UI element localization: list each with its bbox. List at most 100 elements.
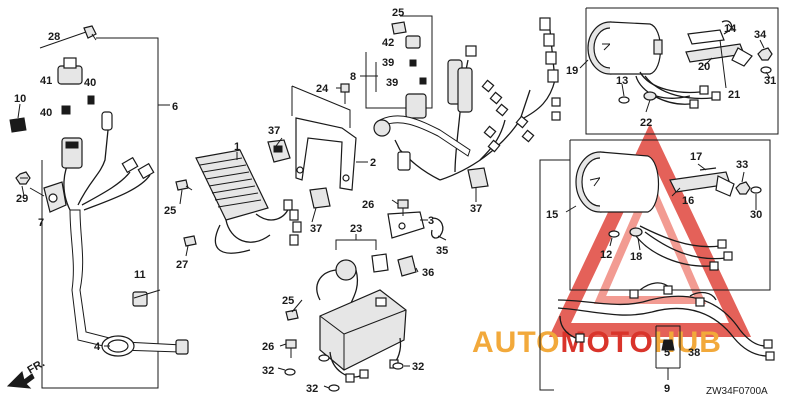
label-33: 33 (736, 159, 748, 171)
harness-box-left (41, 37, 170, 389)
bracket-17 (699, 167, 717, 171)
label-40-b: 40 (40, 107, 52, 119)
label-38: 38 (688, 347, 700, 359)
label-18: 18 (630, 251, 642, 263)
nut-33 (735, 181, 751, 195)
meter-19 (587, 21, 721, 109)
label-27: 27 (176, 259, 188, 271)
label-7: 7 (38, 217, 44, 229)
label-30: 30 (750, 209, 762, 221)
label-14: 14 (724, 23, 737, 35)
bolt-28 (83, 25, 97, 41)
part-number-labels: 1 2 3 4 5 6 7 8 9 10 11 12 13 14 15 16 1… (14, 7, 776, 395)
label-2: 2 (370, 157, 376, 169)
label-23: 23 (350, 223, 362, 235)
label-42: 42 (382, 37, 394, 49)
connector-upper-left (61, 137, 83, 169)
bolt-25-a (175, 179, 193, 191)
cdi-unit-23 (316, 234, 407, 383)
washer-32-c (392, 362, 404, 370)
direction-marker-text: FR. (26, 357, 47, 376)
label-35: 35 (436, 245, 448, 257)
regulator-1 (195, 149, 302, 254)
bolt-27 (183, 235, 197, 247)
front-direction-arrow (6, 371, 35, 389)
label-15: 15 (546, 209, 558, 221)
label-37-b: 37 (310, 223, 322, 235)
washer-30 (750, 186, 762, 194)
coupler-42 (405, 35, 421, 49)
label-29: 29 (16, 193, 28, 205)
bulb-22 (643, 91, 691, 101)
label-20: 20 (698, 61, 710, 73)
label-39-b: 39 (386, 77, 398, 89)
washer-32-b (328, 384, 340, 392)
label-25-b: 25 (392, 7, 404, 19)
main-harness-left (63, 111, 189, 355)
label-24: 24 (316, 83, 329, 95)
bolt-26-b (285, 339, 297, 358)
clip-35 (430, 217, 444, 239)
coupler-36 (397, 255, 417, 277)
clip-40-b (61, 105, 71, 115)
grommet-10 (9, 117, 27, 133)
clip-39-b (419, 77, 427, 85)
label-41: 41 (40, 75, 52, 87)
connector-37-a (267, 139, 291, 163)
label-21: 21 (728, 89, 740, 101)
coupler-center (405, 93, 427, 119)
label-32-b: 32 (306, 383, 318, 395)
washer-12 (608, 230, 620, 238)
sub-harness-9 (557, 282, 775, 380)
label-3: 3 (428, 215, 434, 227)
washer-32-a (284, 368, 296, 376)
washer-13 (618, 96, 630, 104)
label-26-b: 26 (262, 341, 274, 353)
label-36: 36 (422, 267, 434, 279)
leader-lines (17, 23, 771, 389)
label-12: 12 (600, 249, 612, 261)
label-8: 8 (350, 71, 356, 83)
block-11 (132, 291, 148, 307)
label-37-a: 37 (268, 125, 280, 137)
label-1: 1 (234, 141, 240, 153)
coupler-7 (43, 181, 67, 213)
watermark-text: AUTOMOTOHUB (472, 326, 722, 359)
label-13: 13 (616, 75, 628, 87)
label-16: 16 (682, 195, 694, 207)
clip-14 (721, 20, 733, 35)
meter-box-lower (539, 139, 771, 391)
switch-41 (57, 57, 83, 85)
terminal-row-center (481, 17, 561, 153)
meter-box-upper (585, 7, 779, 135)
connector-37-b (309, 187, 331, 209)
bulb-18 (629, 227, 643, 237)
label-34: 34 (754, 29, 767, 41)
label-39-a: 39 (382, 57, 394, 69)
nut-34 (757, 47, 773, 61)
clip-39-a (409, 59, 417, 67)
stay-20 (685, 43, 753, 67)
label-25-c: 25 (282, 295, 294, 307)
label-37-c: 37 (470, 203, 482, 215)
label-40-a: 40 (84, 77, 96, 89)
bracket-2 (291, 85, 357, 191)
label-32-c: 32 (412, 361, 424, 373)
label-9: 9 (664, 383, 670, 395)
band-4 (101, 335, 135, 357)
bolt-25-b (391, 21, 407, 35)
washer-31 (760, 66, 772, 74)
drawing-code: ZW34F0700A (706, 386, 768, 397)
connector-37-c (467, 167, 489, 189)
label-25-a: 25 (164, 205, 176, 217)
label-5: 5 (664, 347, 670, 359)
label-19: 19 (566, 65, 578, 77)
label-28: 28 (48, 31, 60, 43)
meter-15 (575, 151, 733, 271)
label-32-a: 32 (262, 365, 274, 377)
label-22: 22 (640, 117, 652, 129)
label-6: 6 (172, 101, 178, 113)
clip-40-a (87, 95, 95, 105)
